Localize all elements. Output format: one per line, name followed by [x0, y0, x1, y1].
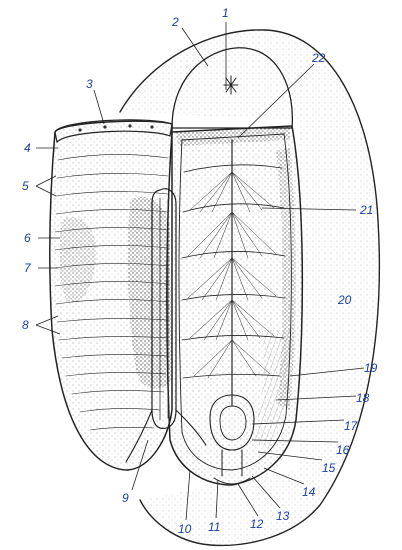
lower-channel: [213, 449, 251, 485]
label-13: 13: [276, 509, 290, 523]
inner-tube: [151, 188, 177, 430]
left-dense-band: [128, 196, 172, 389]
label-15: 15: [322, 461, 336, 475]
septa-lines: [181, 164, 286, 379]
right-top-band: [176, 126, 290, 146]
tube-base: [125, 409, 207, 463]
label-11: 11: [208, 520, 220, 534]
label-1: 1: [222, 6, 229, 20]
label-8: 8: [22, 318, 29, 332]
label-10: 10: [178, 522, 192, 536]
label-2: 2: [171, 15, 179, 29]
left-top-rim: [54, 119, 173, 144]
label-18: 18: [356, 391, 370, 405]
label-21: 21: [359, 203, 373, 217]
left-mid-band: [59, 217, 97, 303]
label-20: 20: [337, 293, 352, 307]
label-7: 7: [24, 261, 32, 275]
leader-lines: [35, 22, 365, 521]
left-rim-dots: [78, 124, 154, 132]
label-17: 17: [344, 419, 359, 433]
label-9: 9: [122, 491, 129, 505]
label-3: 3: [86, 77, 93, 91]
right-lower-hatch: [252, 330, 292, 450]
lower-organ: [209, 394, 255, 451]
label-12: 12: [250, 517, 264, 531]
outer-mantle-stipple: [120, 29, 380, 546]
label-5: 5: [22, 179, 29, 193]
inner-tube-lumen: [159, 197, 169, 421]
label-22: 22: [311, 51, 326, 65]
apex-star-icon: [223, 75, 239, 95]
label-19: 19: [364, 361, 378, 375]
label-6: 6: [24, 231, 31, 245]
label-4: 4: [24, 141, 31, 155]
lower-organ-inner: [219, 405, 247, 441]
label-16: 16: [336, 443, 350, 457]
label-14: 14: [302, 485, 316, 499]
muscle-fans: [187, 171, 277, 379]
apex-cap: [171, 47, 294, 129]
